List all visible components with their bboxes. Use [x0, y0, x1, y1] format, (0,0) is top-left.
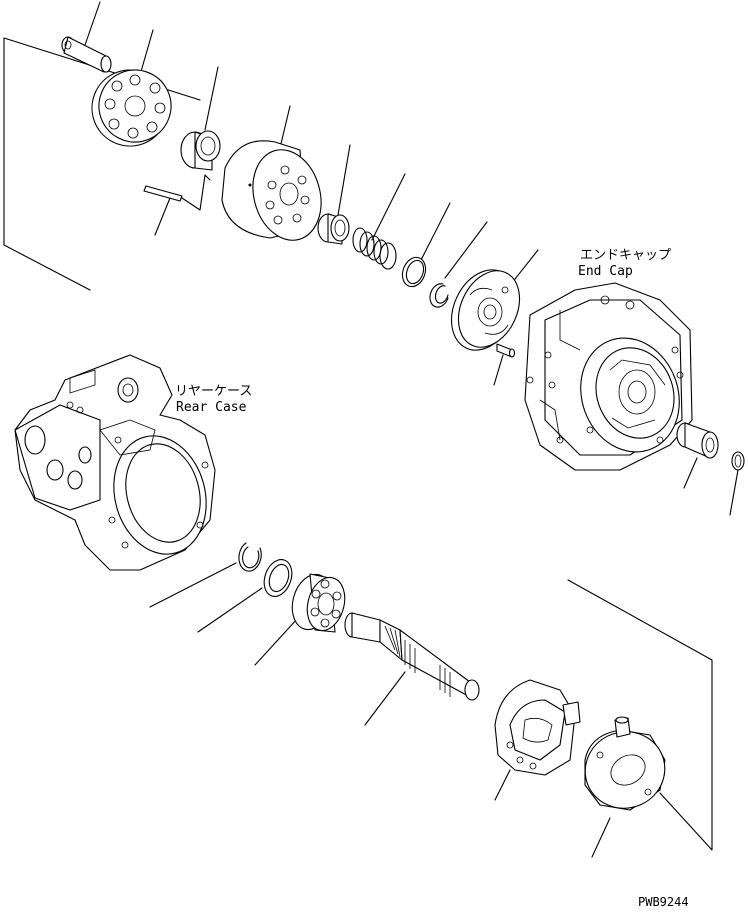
rear-case-label-en: Rear Case: [176, 400, 247, 415]
rear-case-part: [14, 354, 216, 571]
snap-ring-end-part: [731, 451, 745, 471]
spring-seat-part: [317, 213, 350, 245]
dowel-pin-part: [496, 343, 516, 358]
retainer-plate-part: [91, 69, 172, 147]
cylinder-block-part: [221, 140, 322, 241]
pin-part: [61, 36, 112, 73]
spring-part: [352, 227, 397, 270]
needle-part: [143, 174, 211, 211]
rear-case-label-jp: リヤーケース: [175, 384, 253, 399]
cradle-part: [494, 679, 581, 776]
bushing-part: [676, 422, 719, 459]
shaft-part: [344, 612, 480, 701]
valve-plate-part: [450, 269, 521, 351]
snap-ring-upper-part: [401, 256, 427, 288]
washer-part: [263, 559, 293, 597]
end-cap-label-jp: エンドキャップ: [580, 248, 672, 263]
drawing-code: PWB9244: [638, 895, 689, 909]
snap-ring-small-part: [429, 283, 449, 308]
snap-ring-lower-part: [238, 542, 262, 572]
bearing-part: [291, 573, 346, 633]
end-cap-label-en: End Cap: [578, 264, 633, 279]
end-cap-part: [524, 282, 693, 471]
bearing-case-part: [584, 716, 666, 811]
ball-guide-part: [180, 130, 221, 171]
